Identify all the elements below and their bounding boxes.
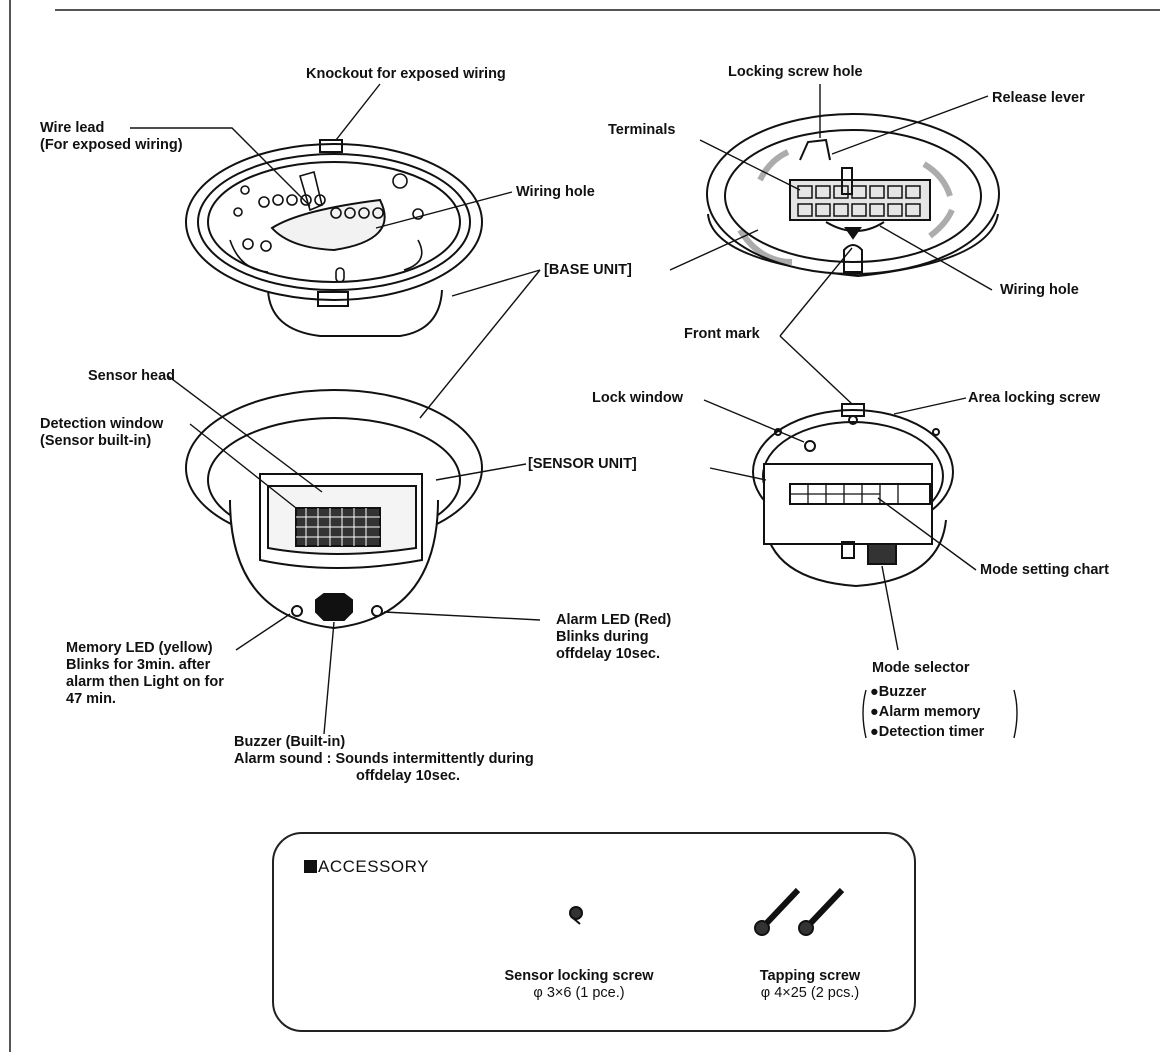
- label-sensor-head: Sensor head: [88, 368, 176, 384]
- accessory-box: [272, 832, 916, 1032]
- label-terminals: Terminals: [608, 122, 676, 138]
- label-mode-selector: Mode selector: [872, 660, 970, 676]
- accessory-sensor-screw-name: Sensor locking screw: [504, 968, 654, 984]
- base-unit-terminal-drawing: [706, 113, 1000, 278]
- sensor-unit-drawing: [185, 389, 483, 630]
- label-wiring-hole-right: Wiring hole: [1000, 282, 1079, 298]
- accessory-tapping-screw-name: Tapping screw: [759, 968, 861, 984]
- label-mode-setting-chart: Mode setting chart: [980, 562, 1109, 578]
- label-alarm-led-note-1: Blinks during: [556, 629, 649, 645]
- label-buzzer-note-1: Alarm sound : Sounds intermittently duri…: [234, 751, 534, 767]
- square-bullet-icon: [304, 860, 317, 873]
- tapping-screw-icon: [754, 887, 845, 936]
- base-unit-drawing: [185, 139, 483, 337]
- sensor-locking-screw-icon: [569, 906, 583, 925]
- leader-lines: [130, 83, 1018, 739]
- label-base-unit: [BASE UNIT]: [544, 262, 632, 278]
- label-lock-window: Lock window: [592, 390, 684, 406]
- label-front-mark: Front mark: [684, 326, 760, 342]
- sensor-unit-inside-drawing: [752, 403, 954, 588]
- label-knockout: Knockout for exposed wiring: [306, 66, 506, 82]
- label-buzzer: Buzzer (Built-in): [234, 734, 346, 750]
- label-detection-window: Detection window: [40, 416, 164, 432]
- label-area-locking-screw: Area locking screw: [968, 390, 1101, 406]
- label-mode-option-detection-timer: ●Detection timer: [870, 724, 985, 740]
- page-frame: [9, 0, 1160, 1052]
- label-buzzer-note-2: offdelay 10sec.: [356, 768, 460, 784]
- label-memory-led: Memory LED (yellow): [66, 640, 213, 656]
- label-wire-lead: Wire lead: [40, 120, 105, 136]
- accessory-title: ACCESSORY: [304, 858, 429, 875]
- label-wiring-hole-left: Wiring hole: [516, 184, 595, 200]
- label-mode-option-buzzer: ●Buzzer: [870, 684, 927, 700]
- label-mode-option-alarm-memory: ●Alarm memory: [870, 704, 981, 720]
- label-memory-led-note-2: alarm then Light on for: [66, 674, 224, 690]
- label-release-lever: Release lever: [992, 90, 1085, 106]
- accessory-title-text: ACCESSORY: [318, 857, 429, 876]
- label-memory-led-note-1: Blinks for 3min. after: [66, 657, 211, 673]
- label-sensor-unit: [SENSOR UNIT]: [528, 456, 637, 472]
- label-detection-window-note: (Sensor built-in): [40, 433, 152, 449]
- label-memory-led-note-3: 47 min.: [66, 691, 116, 707]
- label-alarm-led-note-2: offdelay 10sec.: [556, 646, 660, 662]
- accessory-tapping-screw-spec: φ 4×25 (2 pcs.): [760, 985, 860, 1001]
- accessory-screws: [569, 887, 845, 936]
- label-wire-lead-note: (For exposed wiring): [40, 137, 183, 153]
- label-alarm-led: Alarm LED (Red): [556, 612, 672, 628]
- accessory-sensor-screw-spec: φ 3×6 (1 pce.): [533, 985, 625, 1001]
- label-locking-screw-hole: Locking screw hole: [728, 64, 863, 80]
